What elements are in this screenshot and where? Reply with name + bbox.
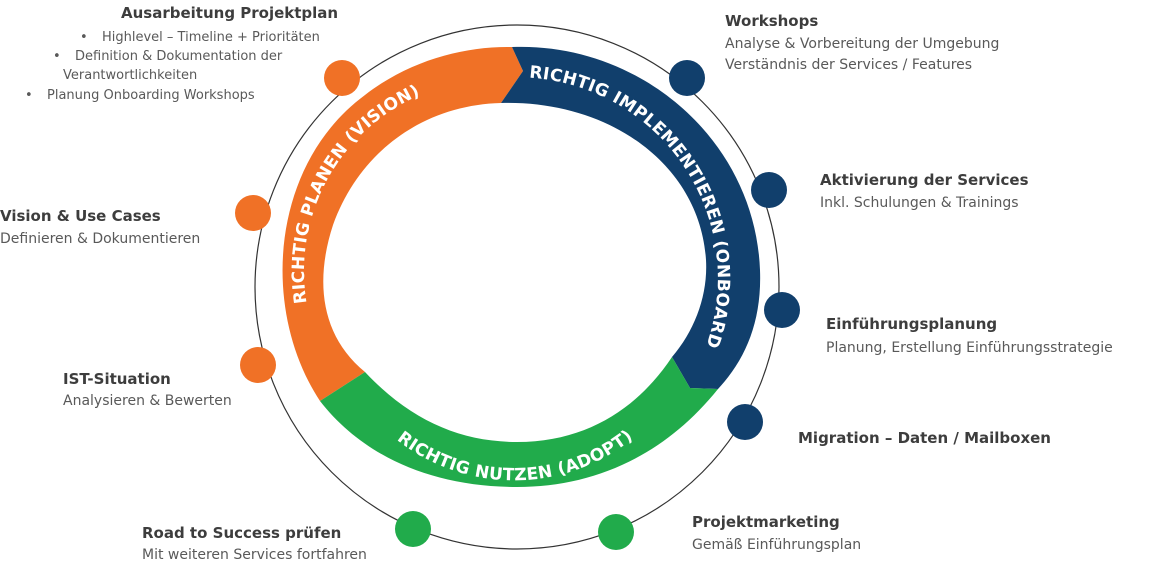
road-title: Road to Success prüfen bbox=[142, 524, 342, 542]
step-dot-marketing bbox=[598, 514, 634, 550]
road-subtitle: Mit weiteren Services fortfahren bbox=[142, 547, 367, 563]
step-dot-vision bbox=[235, 195, 271, 231]
projektplan-bullet: Planung Onboarding Workshops bbox=[25, 86, 255, 106]
aktivierung-subtitle: Inkl. Schulungen & Trainings bbox=[820, 195, 1019, 211]
projektplan-title: Ausarbeitung Projektplan bbox=[121, 4, 339, 22]
segment-implement bbox=[501, 46, 761, 390]
step-dot-aktivierung bbox=[751, 172, 787, 208]
segment-adopt bbox=[320, 357, 718, 487]
projektplan-bullet: Highlevel – Timeline + Prioritäten bbox=[80, 28, 320, 48]
segment-plan bbox=[282, 46, 523, 401]
vision-title: Vision & Use Cases bbox=[0, 207, 161, 225]
marketing-subtitle: Gemäß Einführungsplan bbox=[692, 537, 862, 553]
step-dot-workshops bbox=[669, 60, 705, 96]
projektplan-bullet-continuation: Verantwortlichkeiten bbox=[63, 68, 198, 83]
step-dot-migration bbox=[727, 404, 763, 440]
marketing-title: Projektmarketing bbox=[692, 513, 840, 531]
migration-title: Migration – Daten / Mailboxen bbox=[798, 429, 1051, 447]
projektplan-bullet: Definition & Dokumentation der bbox=[53, 47, 282, 67]
einfuehrung-title: Einführungsplanung bbox=[826, 315, 998, 333]
einfuehrung-subtitle: Planung, Erstellung Einführungsstrategie bbox=[826, 340, 1113, 356]
step-dot-ist bbox=[240, 347, 276, 383]
ist-subtitle: Analysieren & Bewerten bbox=[63, 393, 232, 409]
step-dot-road bbox=[395, 511, 431, 547]
workshops-line: Verständnis der Services / Features bbox=[725, 57, 973, 73]
workshops-title: Workshops bbox=[725, 12, 819, 30]
workshops-line: Analyse & Vorbereitung der Umgebung bbox=[725, 36, 1000, 52]
aktivierung-title: Aktivierung der Services bbox=[820, 171, 1029, 189]
ist-title: IST-Situation bbox=[63, 370, 171, 388]
outer-ring bbox=[254, 24, 780, 550]
step-dot-projektplan bbox=[324, 60, 360, 96]
vision-subtitle: Definieren & Dokumentieren bbox=[0, 231, 201, 247]
step-dot-einfuehrung bbox=[764, 292, 800, 328]
